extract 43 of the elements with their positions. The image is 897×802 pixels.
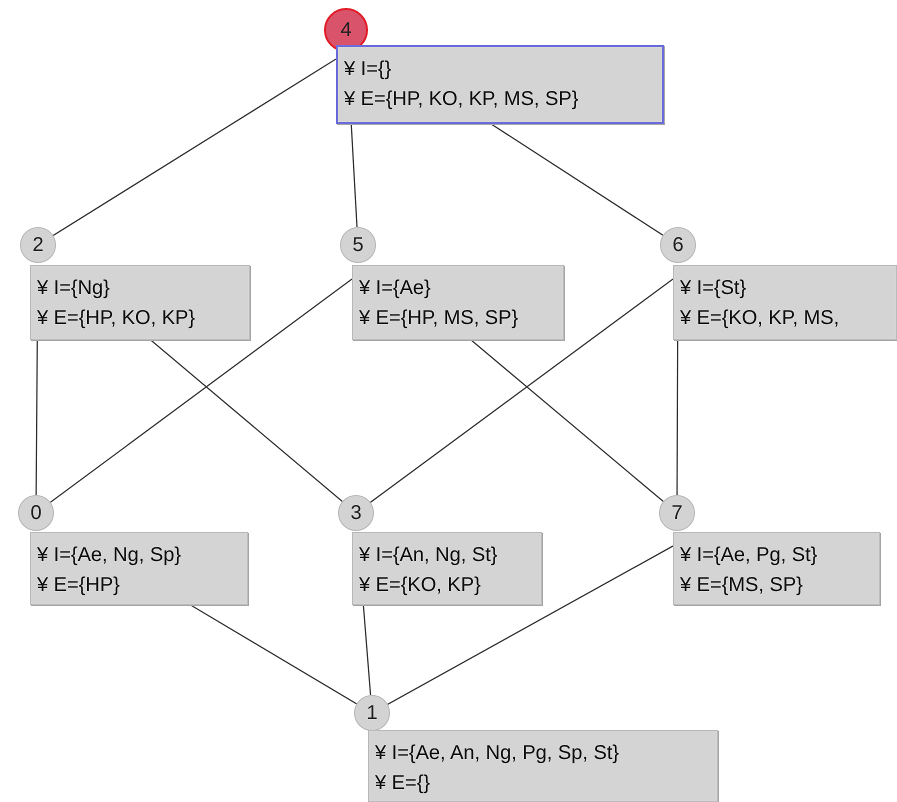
concept-circle: 6 xyxy=(660,227,696,263)
lattice-line xyxy=(387,545,674,705)
set-text: ¥ I={St} xyxy=(680,276,746,301)
set-text: ¥ E={} xyxy=(375,771,430,796)
set-text: ¥ I={An, Ng, St} xyxy=(359,543,498,568)
concept-circle: 5 xyxy=(340,227,376,263)
set-text: ¥ E={HP, KO, KP, MS, SP} xyxy=(344,87,578,112)
concept-box xyxy=(673,265,897,340)
set-text: ¥ I={Ae, Ng, Sp} xyxy=(37,543,181,568)
set-text: ¥ E={MS, SP} xyxy=(680,573,803,598)
concept-circle: 1 xyxy=(354,695,390,731)
lattice-line xyxy=(190,604,357,704)
concept-box xyxy=(30,265,250,340)
lattice-line xyxy=(676,340,678,495)
concept-box xyxy=(336,45,664,124)
concept-box xyxy=(352,265,564,340)
lattice-line xyxy=(50,278,352,503)
set-text: ¥ I={Ae} xyxy=(359,276,431,301)
lattice-line xyxy=(150,340,343,502)
set-text: ¥ I={} xyxy=(344,57,392,82)
set-text: ¥ E={HP, MS, SP} xyxy=(359,306,518,331)
set-text: ¥ E={HP} xyxy=(37,573,120,598)
concept-box xyxy=(30,532,248,605)
set-text: ¥ I={Ng} xyxy=(37,276,110,301)
concept-box xyxy=(673,532,880,605)
concept-box xyxy=(368,730,718,802)
set-text: ¥ E={HP, KO, KP} xyxy=(37,306,196,331)
lattice-line xyxy=(362,604,372,696)
lattice-line xyxy=(470,340,664,502)
set-text: ¥ I={Ae, Pg, St} xyxy=(680,543,818,568)
concept-circle: 0 xyxy=(18,495,54,531)
lattice-line xyxy=(35,340,38,495)
set-text: ¥ E={KO, KP, MS, xyxy=(680,306,840,331)
concept-circle: 7 xyxy=(659,495,695,531)
lattice-line xyxy=(350,124,358,228)
concept-circle: 2 xyxy=(20,227,56,263)
lattice-line xyxy=(370,278,674,503)
concept-box xyxy=(352,532,542,605)
set-text: ¥ E={KO, KP} xyxy=(359,573,481,598)
lattice-line xyxy=(52,58,336,236)
concept-circle: 3 xyxy=(338,495,374,531)
lattice-line xyxy=(490,123,664,236)
set-text: ¥ I={Ae, An, Ng, Pg, Sp, St} xyxy=(375,741,620,766)
